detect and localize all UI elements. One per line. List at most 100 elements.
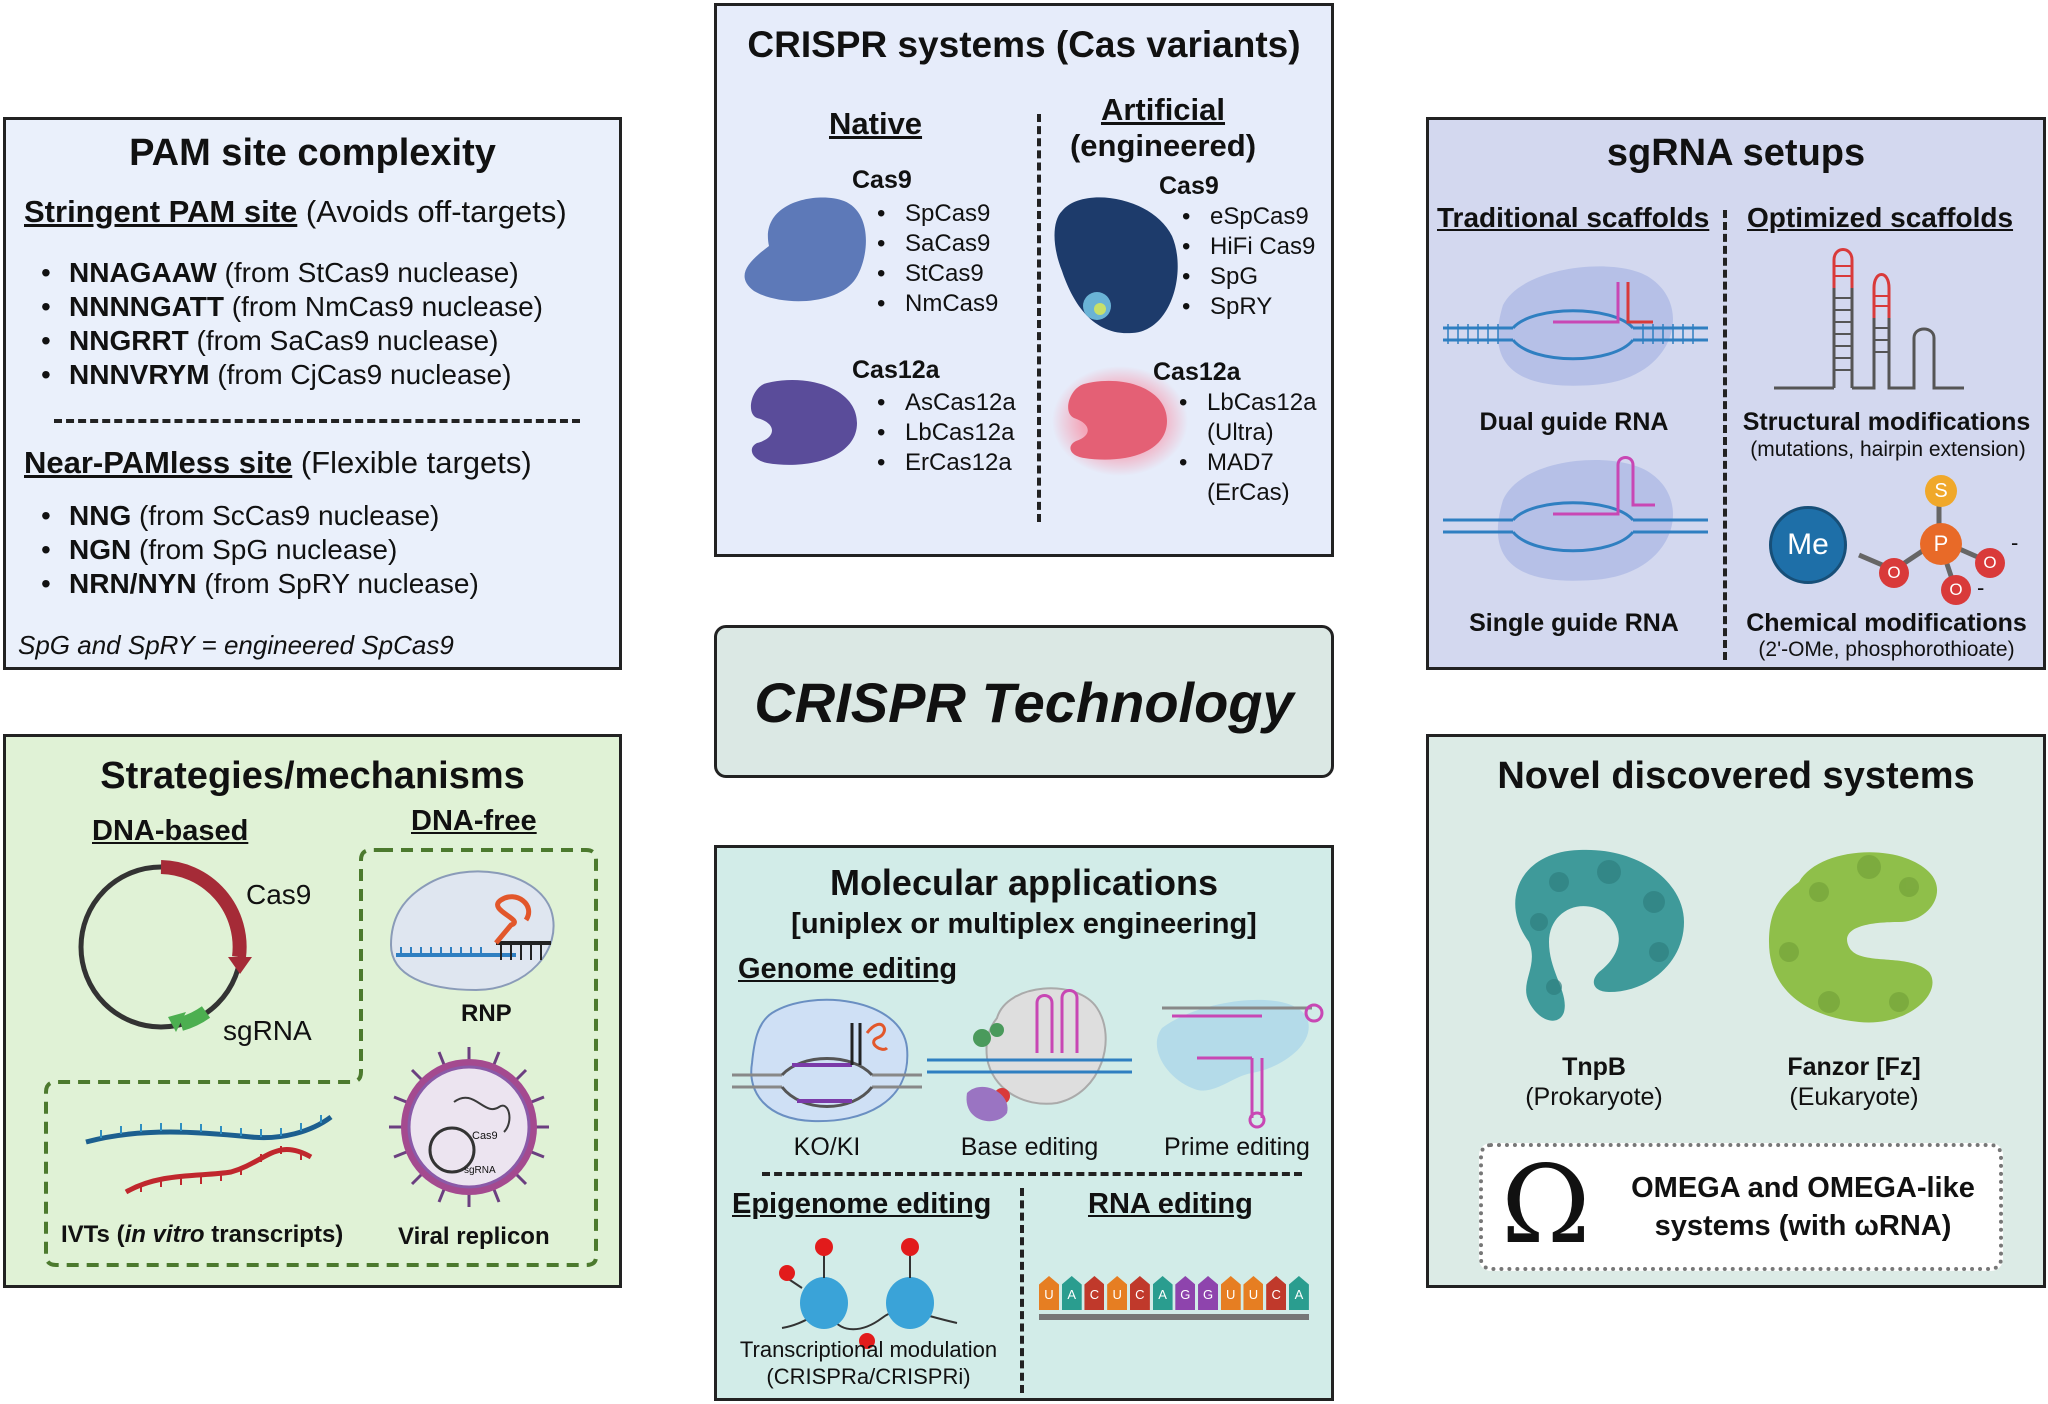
native-cas12-label: Cas12a [852,356,940,384]
minus-bottom: - [1977,575,1985,600]
dna-free-region [44,848,598,1267]
plasmid-icon [78,860,252,1032]
cas-panel: CRISPR systems (Cas variants) Native Art… [714,3,1334,557]
stringent-heading: Stringent PAM site [24,194,298,229]
ko-ki-label: KO/KI [793,1133,861,1161]
tnpb-label: TnpB [1562,1053,1626,1081]
tnpb-sub: (Prokaryote) [1525,1083,1663,1111]
transcriptional-label: Transcriptional modulation [739,1337,998,1362]
genome-heading: Genome editing [738,953,958,985]
plasmid-cas9-label: Cas9 [246,879,312,910]
chemical-mod-sub: (2'-OMe, phosphorothioate) [1758,638,2015,661]
list-item: SpCas9 [877,199,998,229]
base-editing-illustration [927,987,1132,1122]
nearless-list: NNG (from ScCas9 nuclease) NGN (from SpG… [41,499,479,601]
fanzor-sub: (Eukaryote) [1789,1083,1919,1111]
me-label: Me [1787,528,1829,561]
rna-base: A [1152,1276,1173,1310]
stringent-heading-row: Stringent PAM site (Avoids off-targets) [24,194,567,230]
list-item: LbCas12a [877,418,1016,448]
rna-base: G [1175,1276,1196,1310]
rna-strand: U A C U C A G G U U C A [1039,1276,1309,1320]
nearless-heading: Near-PAMless site [24,445,293,480]
virus-icon [389,1047,549,1207]
rna-base: A [1288,1276,1309,1310]
ivt-icon [85,1114,333,1195]
virus-sgrna-label: sgRNA [464,1165,496,1176]
rna-heading: RNA editing [1088,1188,1253,1220]
rna-base: U [1039,1276,1059,1310]
o-atom-right: O [1975,548,2005,578]
molecular-title: Molecular applications [829,862,1219,903]
molecular-subtitle: [uniplex or multiplex engineering] [791,908,1257,940]
list-item: ErCas12a [877,448,1016,478]
nearless-heading-row: Near-PAMless site (Flexible targets) [24,445,532,481]
list-item: AsCas12a [877,388,1016,418]
list-item: SpRY [1182,292,1315,322]
pam-title: PAM site complexity [129,132,496,174]
list-item: NmCas9 [877,289,998,319]
omega-box: Ω OMEGA and OMEGA-like systems (with ωRN… [1479,1143,2003,1271]
epi-heading: Epigenome editing [732,1188,992,1220]
sgrna-divider [1723,210,1727,660]
rna-base: U [1220,1276,1241,1310]
rna-base: G [1198,1276,1219,1310]
rna-base: A [1061,1276,1082,1310]
viral-replicon-label: Viral replicon [398,1223,550,1250]
art-cas12-label: Cas12a [1153,358,1241,386]
plasmid-sgrna-label: sgRNA [223,1015,312,1046]
native-cas9-list: SpCas9 SaCas9 StCas9 NmCas9 [877,199,998,319]
dna-free-heading: DNA-free [411,805,537,837]
fanzor-protein-icon [1769,852,1938,1023]
rna-base: U [1107,1276,1128,1310]
transcriptional-sub: (CRISPRa/CRISPRi) [766,1364,971,1389]
trad-heading: Traditional scaffolds [1437,202,1710,233]
rna-backbone [1039,1314,1309,1320]
center-title: CRISPR Technology [754,671,1294,734]
native-cas12-list: AsCas12a LbCas12a ErCas12a [877,388,1016,478]
native-cas12-shape [750,379,857,465]
molecular-divider-h [762,1172,1302,1176]
list-item: HiFi Cas9 [1182,232,1315,262]
list-item: NNGRRT (from SaCas9 nuclease) [41,324,543,358]
native-heading: Native [829,106,923,141]
structural-mod-illustration [1774,248,1964,390]
stringent-list: NNAGAAW (from StCas9 nuclease) NNNNGATT … [41,256,543,392]
fanzor-label: Fanzor [Fz] [1787,1053,1921,1081]
strategies-title: Strategies/mechanisms [100,755,525,797]
rna-base: C [1084,1276,1105,1310]
ko-ki-illustration [732,998,922,1123]
artificial-heading-2: (engineered) [1069,128,1257,163]
prime-editing-label: Prime editing [1164,1133,1310,1161]
list-item: NRN/NYN (from SpRY nuclease) [41,567,479,601]
pam-divider [54,419,580,423]
native-cas9-label: Cas9 [852,166,912,194]
list-item: NNAGAAW (from StCas9 nuclease) [41,256,543,290]
list-item: NGN (from SpG nuclease) [41,533,479,567]
chemical-mod-label: Chemical modifications [1746,609,2027,637]
structural-mod-label: Structural modifications [1742,408,2031,436]
o-atom-left: O [1879,558,1909,588]
list-item: SaCas9 [877,229,998,259]
molecular-panel: Molecular applications [uniplex or multi… [714,845,1334,1401]
art-cas12-shape [1052,366,1188,476]
base-editing-label: Base editing [960,1133,1099,1161]
stringent-note: (Avoids off-targets) [305,194,567,229]
art-cas9-label: Cas9 [1159,172,1219,200]
omega-text: OMEGA and OMEGA-like systems (with ωRNA) [1631,1172,1975,1242]
dna-based-heading: DNA-based [92,815,249,847]
prime-editing-illustration [1156,999,1324,1129]
native-cas9-shape [744,197,866,302]
list-item: NNNNGATT (from NmCas9 nuclease) [41,290,543,324]
rna-base: U [1243,1276,1264,1310]
omega-icon: Ω [1501,1143,1591,1268]
artificial-heading-1: Artificial [1100,92,1226,127]
rna-base: C [1266,1276,1287,1310]
molecular-divider-v [1020,1188,1024,1393]
minus-right: - [2011,530,2019,555]
rna-base: C [1129,1276,1150,1310]
art-cas9-shape [1054,197,1178,334]
p-atom: P [1920,523,1962,565]
pam-footnote: SpG and SpRY = engineered SpCas9 [18,630,454,660]
dual-guide-label: Dual guide RNA [1479,408,1669,436]
